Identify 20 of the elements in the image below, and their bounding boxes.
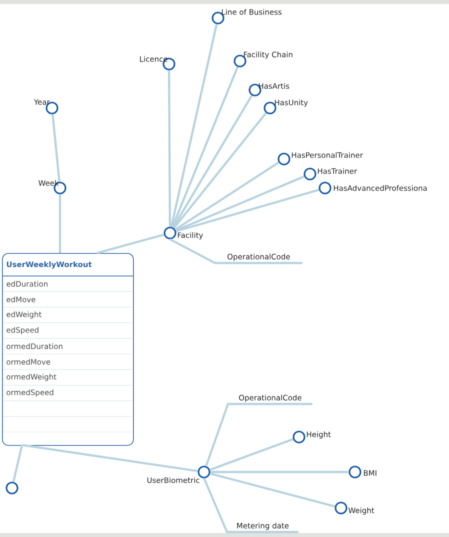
connector-line bbox=[22, 444, 198, 472]
connector-line bbox=[168, 70, 172, 227]
connector-line bbox=[174, 162, 280, 230]
node-circle bbox=[6, 482, 18, 494]
connector-line bbox=[52, 114, 60, 182]
connector-line bbox=[58, 194, 62, 253]
connector-line bbox=[210, 472, 336, 508]
connector-line bbox=[170, 24, 218, 228]
connector-line bbox=[175, 175, 305, 232]
connector-line bbox=[172, 94, 253, 228]
connector-line bbox=[173, 112, 267, 229]
connector-line bbox=[96, 234, 164, 254]
connector-line bbox=[205, 402, 312, 466]
connector-line bbox=[210, 438, 294, 471]
connector-line bbox=[176, 188, 320, 232]
connector-line bbox=[203, 478, 298, 534]
connector-line bbox=[12, 444, 24, 482]
connector-line bbox=[210, 470, 349, 474]
connector-line bbox=[171, 66, 239, 228]
connector-line bbox=[170, 238, 302, 264]
